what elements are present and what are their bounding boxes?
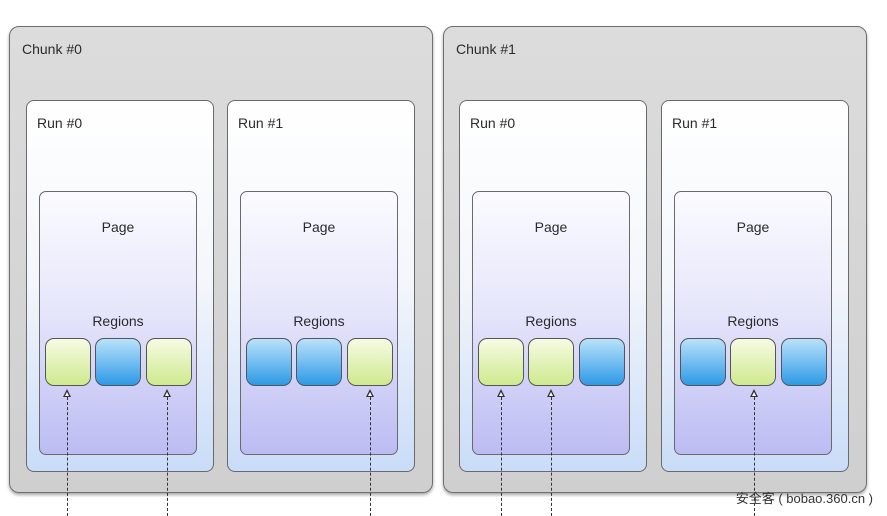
run-0: Run #0 Page Regions xyxy=(26,100,214,472)
region-green xyxy=(146,338,192,386)
run-1: Run #1 Page Regions xyxy=(661,100,849,472)
region-blue xyxy=(781,338,827,386)
region-green xyxy=(730,338,776,386)
page: Page Regions xyxy=(39,191,197,455)
pointer-arrowhead xyxy=(366,389,374,397)
pointer-line xyxy=(67,397,68,516)
pointer-line xyxy=(167,397,168,516)
regions-label: Regions xyxy=(525,313,577,329)
pointer-arrowhead xyxy=(163,389,171,397)
page-label: Page xyxy=(302,219,336,235)
page-label: Page xyxy=(534,219,568,235)
pointer-arrowhead xyxy=(497,389,505,397)
run-label: Run #0 xyxy=(37,115,83,131)
pointer-arrowhead xyxy=(63,389,71,397)
page: Page Regions xyxy=(674,191,832,455)
region-blue xyxy=(246,338,292,386)
pointer-line xyxy=(370,397,371,516)
pointer-line xyxy=(754,397,755,516)
chunk-label: Chunk #0 xyxy=(22,41,82,57)
chunk-0: Chunk #0 Run #0 Page Regions Run #1 Page… xyxy=(9,26,433,493)
region-green xyxy=(347,338,393,386)
regions-label: Regions xyxy=(727,313,779,329)
pointer-line xyxy=(501,397,502,516)
run-0: Run #0 Page Regions xyxy=(459,100,647,472)
region-green xyxy=(45,338,91,386)
region-blue xyxy=(95,338,141,386)
pointer-arrowhead xyxy=(547,389,555,397)
chunk-1: Chunk #1 Run #0 Page Regions Run #1 Page… xyxy=(443,26,867,493)
chunk-label: Chunk #1 xyxy=(456,41,516,57)
run-label: Run #1 xyxy=(238,115,284,131)
run-label: Run #0 xyxy=(470,115,516,131)
page: Page Regions xyxy=(240,191,398,455)
region-blue xyxy=(296,338,342,386)
region-blue xyxy=(579,338,625,386)
page-label: Page xyxy=(736,219,770,235)
regions-label: Regions xyxy=(293,313,345,329)
pointer-arrowhead xyxy=(750,389,758,397)
pointer-line xyxy=(551,397,552,516)
run-label: Run #1 xyxy=(672,115,718,131)
run-1: Run #1 Page Regions xyxy=(227,100,415,472)
region-green xyxy=(478,338,524,386)
watermark-text: 安全客 ( bobao.360.cn ) xyxy=(735,491,873,506)
regions-label: Regions xyxy=(92,313,144,329)
region-blue xyxy=(680,338,726,386)
page-label: Page xyxy=(101,219,135,235)
region-green xyxy=(528,338,574,386)
